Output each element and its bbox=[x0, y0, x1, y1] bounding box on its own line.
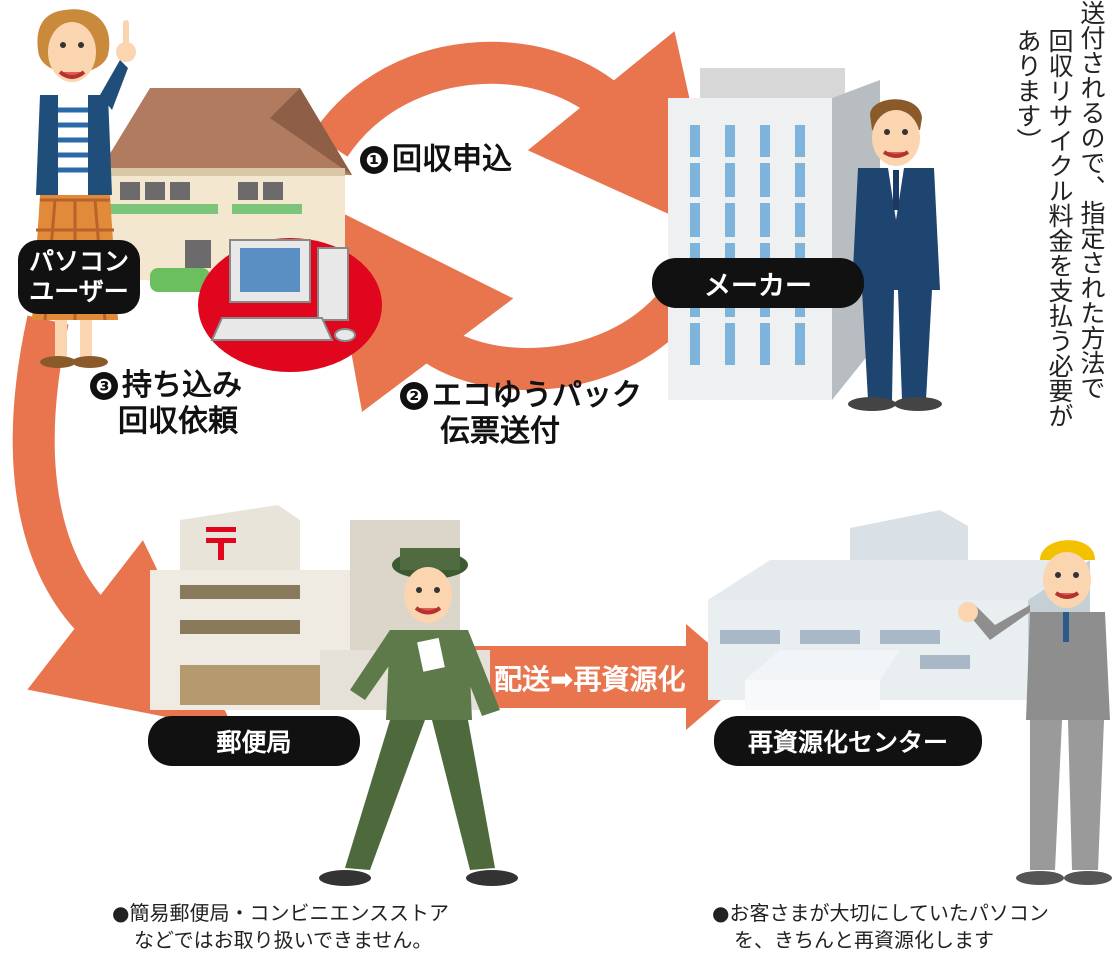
role-pc-user-line2: ユーザー bbox=[29, 277, 129, 306]
recycle-center-note-line2: を、きちんと再資源化します bbox=[734, 928, 994, 952]
worker-icon bbox=[958, 540, 1112, 885]
recycle-center-note: ●お客さまが大切にしていたパソコン を、きちんと再資源化します bbox=[712, 900, 1049, 954]
post-office-note: ●簡易郵便局・コンビニエンスストア などではお取り扱いできません。 bbox=[112, 900, 449, 954]
role-pill-post-office: 郵便局 bbox=[148, 716, 360, 766]
step-3-line2: 回収依頼 bbox=[118, 404, 238, 439]
house-icon bbox=[100, 88, 352, 292]
role-pill-pc-user: パソコン ユーザー bbox=[18, 240, 140, 314]
arrow-slip bbox=[324, 204, 697, 413]
building-icon bbox=[668, 68, 880, 400]
maker-man-icon bbox=[848, 99, 942, 411]
step-3-line1: 持ち込み bbox=[122, 368, 242, 403]
side-note-line2: 回収リサイクル料金を支払う必要が bbox=[1045, 28, 1074, 428]
role-pc-user-line1: パソコン bbox=[28, 247, 129, 276]
step-1-number: ❶ bbox=[360, 146, 388, 174]
side-note-line1: 送付されるので、指定された方法で bbox=[1077, 0, 1106, 400]
step-1-text: 回収申込 bbox=[392, 142, 512, 177]
role-pill-recycle-center: 再資源化センター bbox=[714, 716, 982, 766]
side-note-line3: あります） bbox=[1013, 28, 1042, 153]
recycle-center-note-line1: ●お客さまが大切にしていたパソコン bbox=[712, 901, 1049, 925]
step-2-line1: エコゆうパック bbox=[432, 378, 642, 413]
role-maker-label: メーカー bbox=[704, 270, 812, 302]
post-office-note-line1: ●簡易郵便局・コンビニエンスストア bbox=[112, 901, 450, 925]
delivery-arrow-label: 配送➡再資源化 bbox=[494, 663, 686, 696]
role-pill-maker: メーカー bbox=[652, 258, 864, 308]
role-recycle-center-label: 再資源化センター bbox=[747, 728, 948, 757]
postal-mark-icon bbox=[206, 527, 236, 560]
postman-icon bbox=[319, 548, 518, 886]
post-office-note-line2: などではお取り扱いできません。 bbox=[134, 928, 433, 952]
role-post-office-label: 郵便局 bbox=[216, 728, 292, 757]
step-3-number: ❸ bbox=[90, 372, 118, 400]
step-2-line2: 伝票送付 bbox=[440, 414, 560, 449]
computer-icon bbox=[198, 238, 382, 372]
step-2-number: ❷ bbox=[400, 382, 428, 410]
arrow-bring bbox=[12, 315, 235, 731]
arrow-apply bbox=[312, 31, 721, 238]
